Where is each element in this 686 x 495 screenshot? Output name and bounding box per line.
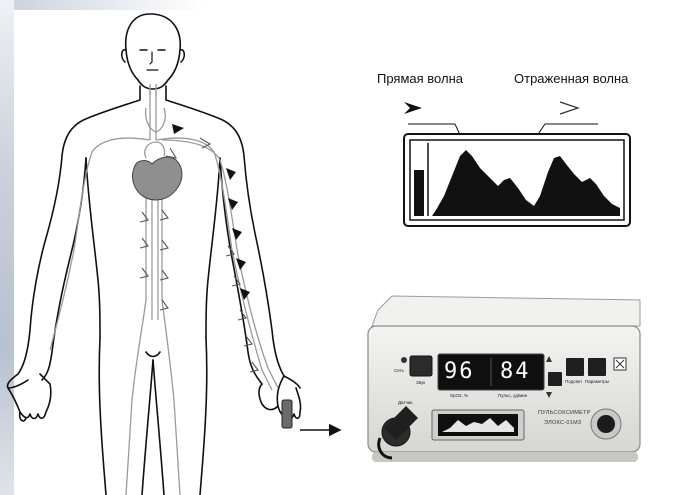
spo2-readout: 96	[444, 361, 475, 383]
direct-wave-arrow-icon	[404, 102, 422, 114]
heart-shape	[133, 157, 183, 200]
waveform-panel	[404, 102, 630, 226]
reflected-wave-label: Отраженная волна	[514, 71, 628, 86]
reflected-wave-arrow-icon	[560, 102, 578, 114]
finger-sensor	[282, 400, 292, 428]
params-caption: Параметры	[585, 379, 609, 384]
brand-line-1: ПУЛЬСОКСИМЕТР	[538, 410, 591, 416]
pulse-readout: 84	[500, 361, 531, 383]
spo2-caption: SpO2, %	[450, 393, 468, 398]
light-caption: Подсвет	[565, 379, 582, 384]
power-led-icon	[401, 357, 407, 363]
signal-level-bar	[414, 170, 424, 216]
pulse-caption: Пульс, уд/мин	[498, 393, 527, 398]
sensor-caption: Датчик	[398, 400, 412, 405]
brand-line-2: ЭЛОКС-01М3	[544, 420, 581, 426]
sound-caption: Звук	[416, 380, 425, 385]
alarm-button	[548, 372, 562, 386]
power-button	[410, 356, 432, 376]
direct-wave-label: Прямая волна	[377, 71, 463, 86]
power-caption: Сеть	[394, 368, 404, 373]
params-button	[588, 358, 606, 376]
blood-vessels	[50, 84, 278, 495]
human-figure	[7, 14, 300, 495]
light-button	[566, 358, 584, 376]
